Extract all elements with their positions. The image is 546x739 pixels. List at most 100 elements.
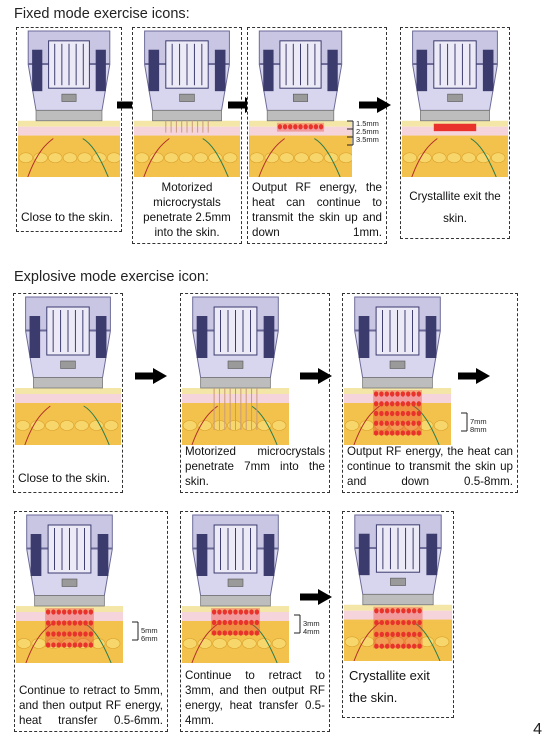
rf-heat-dot — [61, 609, 67, 615]
rf-heat-dot — [254, 609, 260, 615]
device-window — [60, 360, 76, 369]
explosive-step-1-caption: Close to the skin. — [18, 471, 111, 485]
device-side-panel — [263, 534, 275, 576]
device-tip — [33, 377, 103, 389]
rf-heat-dot — [298, 124, 303, 130]
rf-heat-dot — [51, 642, 56, 648]
rf-heat-dot — [385, 643, 390, 649]
blood-vessel — [353, 405, 380, 445]
rf-heat-dot — [389, 391, 395, 397]
rf-heat-dot — [288, 124, 293, 130]
blood-vessel — [353, 622, 381, 661]
device-window — [447, 93, 463, 102]
rf-heat-dot — [389, 430, 395, 436]
fat-cell — [59, 420, 75, 431]
rf-heat-dot — [416, 410, 422, 417]
rf-heat-dot — [83, 609, 88, 615]
rf-heat-dot — [373, 420, 379, 426]
rf-heat-dot — [406, 631, 411, 637]
rf-heat-dot — [293, 124, 298, 130]
fat-cell — [106, 152, 120, 164]
rf-heat-dot — [238, 630, 244, 636]
nerve — [83, 405, 110, 445]
rf-heat-dot — [406, 643, 411, 649]
rf-heat-dot — [249, 630, 254, 636]
nerve — [202, 138, 229, 177]
rf-heat-dot — [45, 609, 51, 615]
fat-cell — [15, 420, 31, 431]
arrow-right-icon — [300, 368, 332, 389]
fat-cell — [105, 638, 121, 649]
rf-heat-dot — [379, 608, 384, 614]
fat-cell — [134, 152, 150, 164]
blood-vessel — [411, 138, 438, 177]
rf-heat-dot — [211, 619, 217, 626]
fixed-step-1-panel: Close to the skin. — [16, 27, 122, 232]
fat-cell — [249, 152, 265, 164]
skin-epidermis — [18, 126, 120, 136]
rf-heat-dot — [416, 420, 422, 426]
fat-cell — [256, 638, 272, 649]
rf-heat-dot — [400, 401, 406, 407]
rf-heat-dot — [385, 619, 390, 626]
device-side-panel — [358, 316, 370, 358]
rf-heat-dot — [411, 410, 416, 417]
rf-heat-dot — [411, 391, 416, 397]
skin-surface — [344, 604, 452, 611]
device-side-panel — [263, 49, 274, 92]
fat-cell — [264, 152, 280, 164]
skin-epidermis — [344, 610, 452, 620]
rf-heat-dot — [374, 608, 379, 614]
skin-epidermis — [182, 612, 289, 621]
depth-scale: 1.5mm 2.5mm 3.5mm — [347, 120, 379, 146]
fat-cell — [212, 638, 227, 649]
fat-cell — [18, 152, 34, 164]
rf-heat-dot — [233, 630, 238, 636]
rf-heat-dot — [227, 630, 233, 636]
rf-heat-dot — [313, 124, 319, 130]
rf-heat-dot — [400, 410, 406, 417]
rf-heat-dot — [374, 631, 379, 637]
skin-surface — [402, 120, 508, 127]
fat-cell — [208, 152, 223, 164]
rf-heat-dot — [249, 619, 254, 626]
rf-heat-dot — [282, 124, 288, 130]
rf-heat-dot — [406, 608, 411, 614]
skin-surface — [344, 388, 451, 394]
nerve — [82, 138, 109, 177]
device-side-panel — [95, 49, 106, 92]
rf-heat-dot — [401, 608, 406, 614]
explosive-step-5-panel: Continue to retract to 3mm, and then out… — [180, 511, 330, 732]
explosive-step-6-panel: Crystallite exit the skin. — [342, 511, 454, 718]
device-tip — [35, 110, 103, 122]
blood-vessel — [24, 405, 51, 445]
rf-heat-dot — [412, 643, 417, 649]
explosive-step-5-caption: Continue to retract to 3mm, and then out… — [185, 669, 325, 727]
nerve — [413, 405, 440, 445]
device-side-panel — [482, 49, 494, 92]
rf-heat-dot — [67, 631, 72, 637]
fixed-mode-title: Fixed mode exercise icons: — [14, 6, 190, 22]
rf-heat-dot — [389, 410, 395, 417]
rf-heat-dot — [390, 619, 395, 626]
fat-cell — [294, 152, 309, 164]
rf-heat-dot — [379, 631, 384, 637]
explosive-step-1-panel: Close to the skin. — [13, 293, 123, 493]
rf-heat-dot — [395, 608, 401, 614]
skin-surface — [16, 606, 123, 612]
rf-heat-dot — [211, 609, 217, 615]
device-side-panel — [214, 49, 226, 92]
rf-heat-dot — [395, 410, 400, 417]
rf-heat-dot — [78, 609, 83, 615]
rf-zone — [373, 606, 423, 649]
rf-heat-dot — [244, 619, 249, 626]
explosive-step-2-illustration — [182, 295, 289, 445]
nerve — [470, 138, 497, 177]
rf-heat-dot — [417, 608, 422, 614]
rf-heat-dot — [222, 609, 227, 615]
rf-heat-dot — [385, 631, 390, 637]
explosive-step-2-caption: Motorized microcrystals penetrate 7mm in… — [185, 445, 325, 488]
rf-heat-dot — [72, 631, 78, 637]
rf-heat-dot — [308, 124, 313, 130]
rf-heat-dot — [395, 420, 400, 426]
